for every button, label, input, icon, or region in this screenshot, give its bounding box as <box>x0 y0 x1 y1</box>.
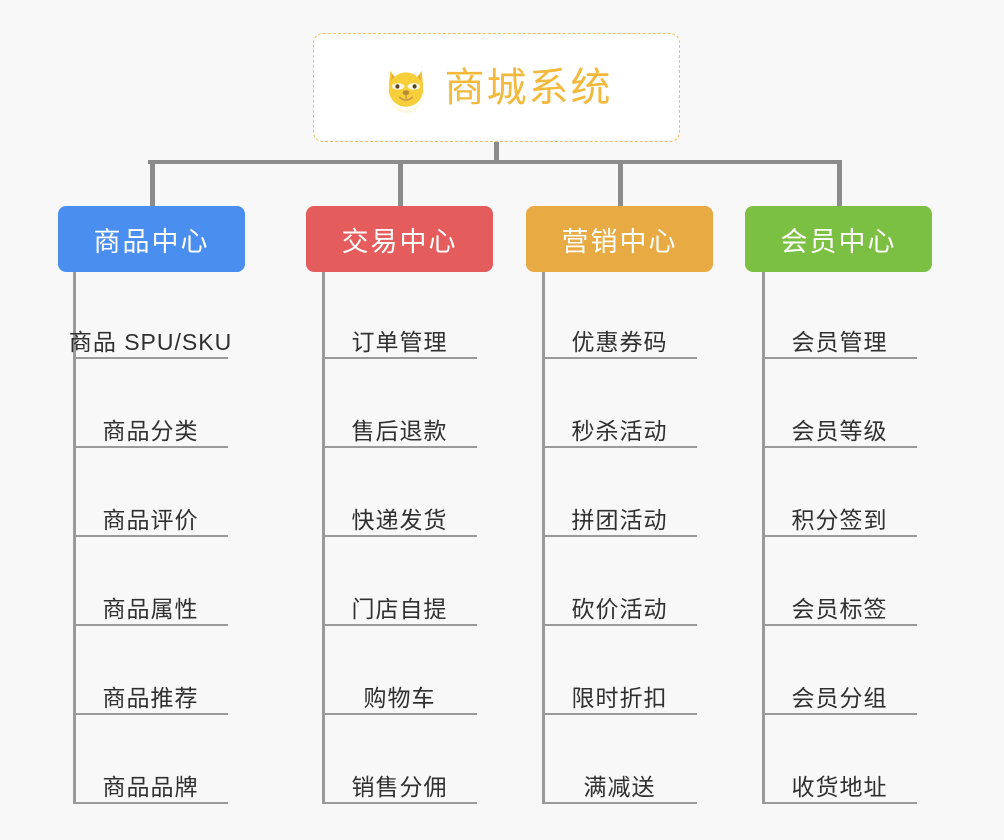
leaf-item[interactable]: 秒杀活动 <box>542 402 697 448</box>
leaf-item[interactable]: 限时折扣 <box>542 669 697 715</box>
leaf-item[interactable]: 门店自提 <box>322 580 477 626</box>
leaf-item[interactable]: 拼团活动 <box>542 491 697 537</box>
shiba-dog-face-icon <box>381 63 431 113</box>
leaf-item-label: 收货地址 <box>791 773 888 800</box>
column-trunk-4 <box>762 272 765 804</box>
drop-connector-4 <box>836 160 842 206</box>
leaf-item-label: 购物车 <box>363 684 436 711</box>
leaf-item-label: 商品推荐 <box>102 684 199 711</box>
leaf-item-label: 订单管理 <box>351 328 448 355</box>
leaf-item[interactable]: 收货地址 <box>762 758 917 804</box>
category-title: 会员中心 <box>780 226 897 257</box>
leaf-item-label: 商品属性 <box>102 595 199 622</box>
leaf-item-label: 会员管理 <box>791 328 888 355</box>
leaf-item-label: 售后退款 <box>351 417 448 444</box>
leaf-item-label: 积分签到 <box>791 506 888 533</box>
leaf-item-label: 商品评价 <box>102 506 199 533</box>
leaf-item[interactable]: 售后退款 <box>322 402 477 448</box>
horizontal-bus-connector <box>148 160 841 164</box>
leaf-item-label: 会员分组 <box>791 684 888 711</box>
leaf-item[interactable]: 商品属性 <box>73 580 228 626</box>
leaf-item[interactable]: 优惠券码 <box>542 313 697 359</box>
drop-connector-3 <box>617 160 623 206</box>
drop-connector-2 <box>397 160 403 206</box>
leaf-item[interactable]: 商品 SPU/SKU <box>69 313 231 359</box>
category-box-3[interactable]: 营销中心 <box>526 206 713 272</box>
leaf-item-label: 拼团活动 <box>571 506 668 533</box>
leaf-item-label: 砍价活动 <box>571 595 668 622</box>
leaf-item[interactable]: 商品评价 <box>73 491 228 537</box>
leaf-item[interactable]: 商品推荐 <box>73 669 228 715</box>
leaf-item[interactable]: 快递发货 <box>322 491 477 537</box>
leaf-item-label: 商品 SPU/SKU <box>68 328 233 355</box>
category-title: 营销中心 <box>561 226 678 257</box>
leaf-item-label: 秒杀活动 <box>571 417 668 444</box>
leaf-item[interactable]: 会员等级 <box>762 402 917 448</box>
leaf-item-label: 快递发货 <box>351 506 448 533</box>
leaf-item[interactable]: 会员标签 <box>762 580 917 626</box>
root-node[interactable]: 商城系统 <box>313 33 680 142</box>
leaf-item[interactable]: 会员分组 <box>762 669 917 715</box>
leaf-item-label: 会员等级 <box>791 417 888 444</box>
leaf-item[interactable]: 购物车 <box>322 669 477 715</box>
leaf-item[interactable]: 满减送 <box>542 758 697 804</box>
leaf-item-label: 满减送 <box>583 773 656 800</box>
column-trunk-3 <box>542 272 545 804</box>
leaf-item[interactable]: 积分签到 <box>762 491 917 537</box>
leaf-item[interactable]: 商品分类 <box>73 402 228 448</box>
category-title: 商品中心 <box>93 226 210 257</box>
leaf-item-label: 限时折扣 <box>571 684 668 711</box>
leaf-item[interactable]: 商品品牌 <box>73 758 228 804</box>
leaf-item-label: 销售分佣 <box>351 773 448 800</box>
column-trunk-1 <box>73 272 76 804</box>
leaf-item-label: 商品品牌 <box>102 773 199 800</box>
leaf-item-label: 会员标签 <box>791 595 888 622</box>
leaf-item[interactable]: 订单管理 <box>322 313 477 359</box>
root-stem-connector <box>494 142 499 164</box>
category-box-1[interactable]: 商品中心 <box>58 206 245 272</box>
leaf-item[interactable]: 会员管理 <box>762 313 917 359</box>
leaf-item[interactable]: 砍价活动 <box>542 580 697 626</box>
category-box-2[interactable]: 交易中心 <box>306 206 493 272</box>
leaf-item-label: 商品分类 <box>102 417 199 444</box>
leaf-item-label: 优惠券码 <box>571 328 668 355</box>
leaf-item-label: 门店自提 <box>351 595 448 622</box>
leaf-item[interactable]: 销售分佣 <box>322 758 477 804</box>
category-box-4[interactable]: 会员中心 <box>745 206 932 272</box>
category-title: 交易中心 <box>341 226 458 257</box>
root-title: 商城系统 <box>444 65 613 110</box>
column-trunk-2 <box>322 272 325 804</box>
drop-connector-1 <box>149 160 155 206</box>
